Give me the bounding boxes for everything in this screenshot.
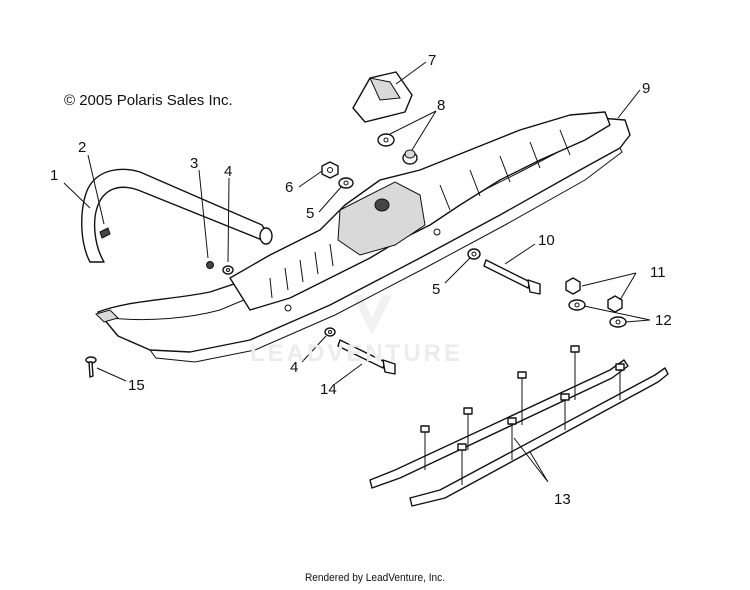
callout-9: 9 <box>642 80 650 97</box>
washer-5-upper <box>338 177 354 189</box>
callout-labels: 1 2 3 4 4 5 5 6 7 8 9 10 11 12 13 14 15 <box>50 52 672 508</box>
carbide-runner-upper <box>369 345 629 489</box>
callout-12: 12 <box>655 312 672 329</box>
ski-loop-handle <box>81 168 273 263</box>
callout-2: 2 <box>78 139 86 156</box>
bolt-10 <box>483 259 541 295</box>
carbide-runner-lower <box>409 363 669 507</box>
callout-15: 15 <box>128 377 145 394</box>
callout-13: 13 <box>554 491 571 508</box>
callout-5-upper: 5 <box>306 205 314 222</box>
ski-body <box>95 111 631 363</box>
washer-4-lower <box>324 327 336 337</box>
bumper-pad <box>352 71 413 123</box>
callout-6: 6 <box>285 179 293 196</box>
copyright-notice: © 2005 Polaris Sales Inc. <box>64 92 233 109</box>
callout-5-lower: 5 <box>432 281 440 298</box>
callout-8: 8 <box>437 97 445 114</box>
bushing-8 <box>402 149 418 165</box>
watermark-logo <box>352 295 392 335</box>
rivet-15 <box>85 356 97 378</box>
callout-3: 3 <box>190 155 198 172</box>
callout-11: 11 <box>650 264 666 281</box>
callout-14: 14 <box>320 381 337 398</box>
washer-12-right <box>609 316 627 328</box>
spacer-washer-8 <box>377 133 395 147</box>
callout-10: 10 <box>538 232 555 249</box>
footer-credit: Rendered by LeadVenture, Inc. <box>304 572 446 584</box>
bolt-3 <box>206 261 214 269</box>
bolt-14 <box>337 339 396 375</box>
callout-1: 1 <box>50 167 58 184</box>
callout-7: 7 <box>428 52 436 69</box>
nut-11-right <box>607 295 623 313</box>
washer-12-left <box>568 299 586 311</box>
callout-4-upper: 4 <box>224 163 232 180</box>
washer-5-lower <box>467 248 481 260</box>
watermark-text: LEADVENTURE <box>250 340 464 367</box>
washer-4-upper <box>222 265 234 275</box>
leader-lines <box>63 61 651 483</box>
callout-4-lower: 4 <box>290 359 298 376</box>
nut-11-left <box>565 277 581 295</box>
nut-6 <box>321 161 339 179</box>
